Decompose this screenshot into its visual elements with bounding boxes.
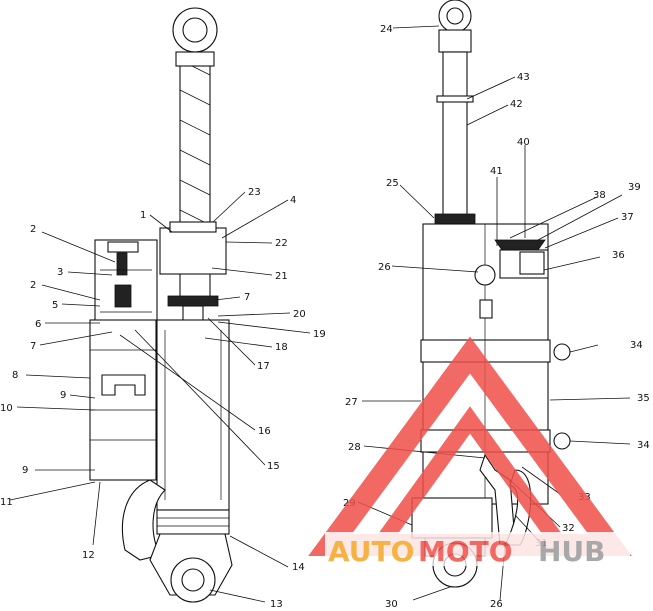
left-callouts: 1 2 2 3 4 5 6 7 7 8 9 9 10 11 12 13 14 1… [0,187,326,610]
callout-2a: 2 [30,224,36,235]
callout-39: 39 [628,182,641,193]
callout-36: 36 [612,250,625,261]
callout-34b: 34 [637,440,650,451]
callout-22: 22 [275,238,288,249]
callout-16: 16 [258,426,271,437]
right-callouts: 24 25 26 26 27 28 29 30 31 32 33 34 34 3… [343,24,650,610]
callout-14: 14 [292,562,305,573]
watermark-moto: MOTO [418,535,513,568]
callout-30: 30 [385,599,398,610]
callout-7a: 7 [30,341,36,352]
callout-21: 21 [275,271,288,282]
callout-8: 8 [12,370,18,381]
callout-28: 28 [348,442,361,453]
callout-25: 25 [386,178,399,189]
callout-42: 42 [510,99,523,110]
callout-9a: 9 [60,390,66,401]
callout-5: 5 [52,300,58,311]
watermark-auto: AUTO [328,535,414,568]
callout-26b: 26 [490,599,503,610]
callout-35: 35 [637,393,650,404]
callout-12: 12 [82,550,95,561]
callout-34a: 34 [630,340,643,351]
callout-23: 23 [248,187,261,198]
callout-43: 43 [517,72,530,83]
callout-41: 41 [490,166,503,177]
callout-7b: 7 [244,292,250,303]
callout-9b: 9 [22,465,28,476]
callout-27: 27 [345,397,358,408]
watermark-hub: HUB [538,535,606,568]
callout-10: 10 [0,403,13,414]
callout-20: 20 [293,309,306,320]
left-shock-cutaway [89,7,233,603]
left-leader-lines [9,191,311,603]
callout-18: 18 [275,342,288,353]
callout-4: 4 [290,195,296,206]
callout-26a: 26 [378,262,391,273]
callout-38: 38 [593,190,606,201]
callout-6: 6 [35,319,41,330]
callout-3: 3 [57,267,63,278]
callout-37: 37 [621,212,634,223]
callout-15: 15 [267,461,280,472]
callout-17: 17 [257,361,270,372]
watermark-logo: AUTO MOTO HUB [308,336,632,568]
callout-24: 24 [380,24,393,35]
callout-11: 11 [0,497,13,508]
callout-1: 1 [140,210,146,221]
callout-32: 32 [562,523,575,534]
callout-40: 40 [517,137,530,148]
callout-13: 13 [270,599,283,610]
callout-19: 19 [313,329,326,340]
callout-2b: 2 [30,280,36,291]
